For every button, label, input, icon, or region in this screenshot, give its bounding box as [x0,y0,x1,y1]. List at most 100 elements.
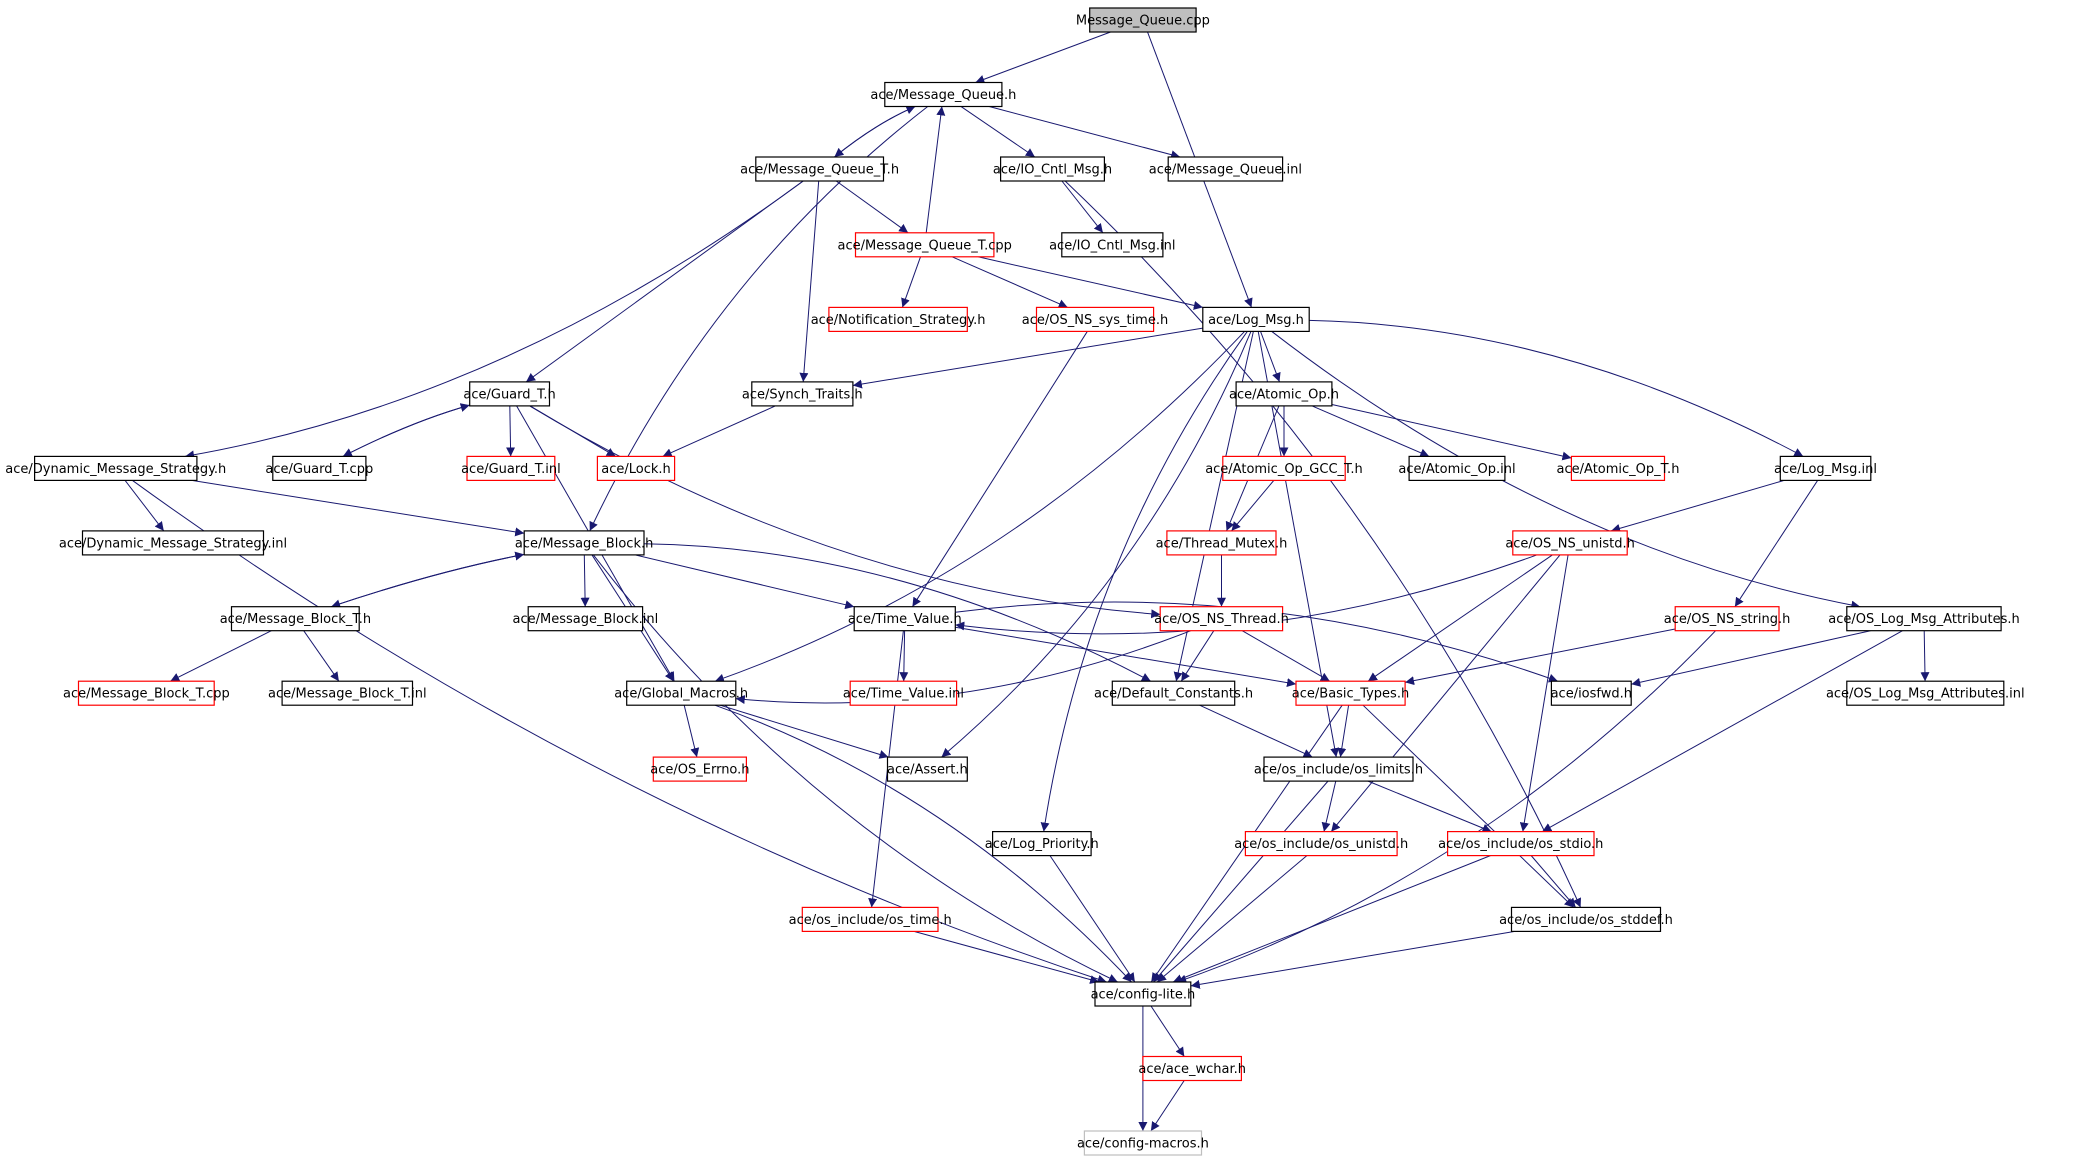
node-ace-config-lite-h[interactable]: ace/config-lite.h [1091,981,1196,1007]
node-ace-ace-wchar-h[interactable]: ace/ace_wchar.h [1138,1055,1246,1082]
node-ace-os-include-os-unistd-h[interactable]: ace/os_include/os_unistd.h [1234,830,1408,857]
node-box [1083,1130,1203,1156]
node-ace-iosfwd-h[interactable]: ace/iosfwd.h [1550,680,1632,706]
node-ace-os-errno-h[interactable]: ace/OS_Errno.h [650,756,750,782]
node-ace-os-include-os-time-h[interactable]: ace/os_include/os_time.h [789,906,952,933]
node-box [1512,530,1628,556]
node-ace-os-log-msg-attributes-inl[interactable]: ace/OS_Log_Msg_Attributes.inl [1826,680,2025,706]
edge-n13-to-n47 [132,479,1107,984]
node-label: ace/Message_Queue.h [870,88,1016,103]
node-label: ace/Message_Block.h [515,536,654,551]
node-ace-os-ns-thread-h[interactable]: ace/OS_NS_Thread.h [1154,606,1289,632]
node-box [1061,232,1164,258]
edge-n43-to-n47 [1156,855,1308,983]
node-ace-message-block-t-cpp[interactable]: ace/Message_Block_T.cpp [63,680,230,706]
node-ace-guard-t-cpp[interactable]: ace/Guard_T.cpp [265,455,373,481]
node-ace-os-log-msg-attributes-h[interactable]: ace/OS_Log_Msg_Attributes.h [1828,606,2020,632]
node-ace-message-queue-t-cpp[interactable]: ace/Message_Queue_T.cpp [838,232,1012,258]
edge-n28-to-n35 [1180,630,1215,682]
node-ace-config-macros-h[interactable]: ace/config-macros.h [1077,1130,1209,1156]
node-box [853,606,956,632]
node-box [272,455,367,481]
edge-n33-to-n40 [719,704,889,759]
node-ace-message-queue-t-h[interactable]: ace/Message_Queue_T.h [740,156,899,182]
node-ace-synch-traits-h[interactable]: ace/Synch_Traits.h [742,381,863,407]
node-ace-atomic-op-t-h[interactable]: ace/Atomic_Op_T.h [1557,455,1680,481]
node-box [1094,981,1192,1007]
node-ace-io-cntl-msg-inl[interactable]: ace/IO_Cntl_Msg.inl [1049,232,1176,258]
node-label: ace/OS_NS_unistd.h [1505,536,1635,551]
node-ace-guard-t-inl[interactable]: ace/Guard_T.inl [461,455,561,481]
node-label: ace/os_include/os_stdio.h [1438,837,1603,852]
node-ace-log-msg-h[interactable]: ace/Log_Msg.h [1202,306,1310,332]
edge-n30-to-n44 [1542,630,1903,833]
node-label: ace/Assert.h [887,763,968,778]
node-ace-os-include-os-stdio-h[interactable]: ace/os_include/os_stdio.h [1438,830,1603,857]
node-ace-log-msg-inl[interactable]: ace/Log_Msg.inl [1774,455,1877,481]
node-ace-atomic-op-gcc-t-h[interactable]: ace/Atomic_Op_GCC_T.h [1205,455,1363,481]
edge-n25-to-n22 [330,551,525,608]
node-ace-message-block-inl[interactable]: ace/Message_Block.inl [513,606,659,632]
node-label: ace/ace_wchar.h [1138,1062,1246,1077]
node-box [884,81,1003,108]
node-ace-notification-strategy-h[interactable]: ace/Notification_Strategy.h [811,306,986,332]
edge-n42-to-n47 [1049,855,1136,983]
edge-n9-to-n11 [852,327,1203,389]
node-label: ace/Message_Block_T.h [220,612,371,627]
node-box [1167,156,1284,182]
node-label: ace/Message_Queue_T.h [740,163,899,178]
edge-n28-to-n33 [735,630,1191,704]
edge-n29-to-n36 [1405,628,1676,686]
edge-n9-to-n42 [1040,331,1248,832]
edge-n27-to-n36 [955,626,1297,688]
edge-n20-to-n24 [1610,479,1785,533]
node-ace-atomic-op-h[interactable]: ace/Atomic_Op.h [1229,381,1339,407]
node-ace-os-include-os-limits-h[interactable]: ace/os_include/os_limits.h [1254,756,1423,782]
node-ace-lock-h[interactable]: ace/Lock.h [596,455,676,481]
node-label: ace/os_include/os_time.h [789,913,952,928]
edge-n41-to-n47 [1153,780,1329,983]
node-ace-default-constants-h[interactable]: ace/Default_Constants.h [1094,680,1253,706]
node-box [77,680,215,706]
edge-n2-to-n13 [185,180,804,460]
node-ace-message-queue-h[interactable]: ace/Message_Queue.h [870,81,1016,108]
edge-n2-to-n10 [525,180,804,383]
node-ace-message-block-t-h[interactable]: ace/Message_Block_T.h [220,606,371,632]
node-ace-guard-t-h[interactable]: ace/Guard_T.h [463,381,556,407]
node-ace-os-include-os-stddef-h[interactable]: ace/os_include/os_stddef.h [1499,906,1673,933]
edge-n45-to-n47 [913,930,1100,984]
node-box [1779,455,1872,481]
node-ace-time-value-h[interactable]: ace/Time_Value.h [848,606,962,632]
node-ace-io-cntl-msg-h[interactable]: ace/IO_Cntl_Msg.h [993,156,1112,182]
node-ace-basic-types-h[interactable]: ace/Basic_Types.h [1292,680,1409,706]
node-ace-global-macros-h[interactable]: ace/Global_Macros.h [614,680,748,706]
node-label: Message_Queue.cpp [1076,14,1210,29]
node-box [991,830,1092,857]
edge-n5-to-n7 [901,256,921,308]
node-ace-os-ns-unistd-h[interactable]: ace/OS_NS_unistd.h [1505,530,1635,556]
node-ace-log-priority-h[interactable]: ace/Log_Priority.h [985,830,1099,857]
edge-n9-to-n40 [941,331,1252,758]
node-ace-atomic-op-inl[interactable]: ace/Atomic_Op.inl [1398,455,1516,481]
node-ace-message-block-t-inl[interactable]: ace/Message_Block_T.inl [268,680,427,706]
edges-layer [124,31,1930,1132]
node-box [1550,680,1632,706]
node-ace-assert-h[interactable]: ace/Assert.h [886,756,968,782]
node-ace-thread-mutex-h[interactable]: ace/Thread_Mutex.h [1156,530,1288,556]
node-ace-dynamic-message-strategy-inl[interactable]: ace/Dynamic_Message_Strategy.inl [59,530,287,556]
edge-n20-to-n29 [1734,480,1819,607]
node-ace-os-ns-sys-time-h[interactable]: ace/OS_NS_sys_time.h [1022,306,1168,332]
node-box [523,530,645,556]
edge-n11-to-n16 [662,405,776,457]
node-label: ace/Notification_Strategy.h [811,313,986,328]
node-ace-message-block-h[interactable]: ace/Message_Block.h [515,530,654,556]
node-message-queue-cpp[interactable]: Message_Queue.cpp [1076,7,1210,33]
edge-n2-to-n1 [834,105,916,158]
node-ace-os-ns-string-h[interactable]: ace/OS_NS_string.h [1664,606,1791,632]
node-ace-message-queue-inl[interactable]: ace/Message_Queue.inl [1149,156,1302,182]
node-ace-time-value-inl[interactable]: ace/Time_Value.inl [843,680,964,706]
node-label: ace/Atomic_Op.h [1229,387,1339,402]
edge-n25-to-n31 [170,630,272,682]
edge-n22-to-n27 [634,554,855,610]
node-ace-dynamic-message-strategy-h[interactable]: ace/Dynamic_Message_Strategy.h [5,455,226,481]
